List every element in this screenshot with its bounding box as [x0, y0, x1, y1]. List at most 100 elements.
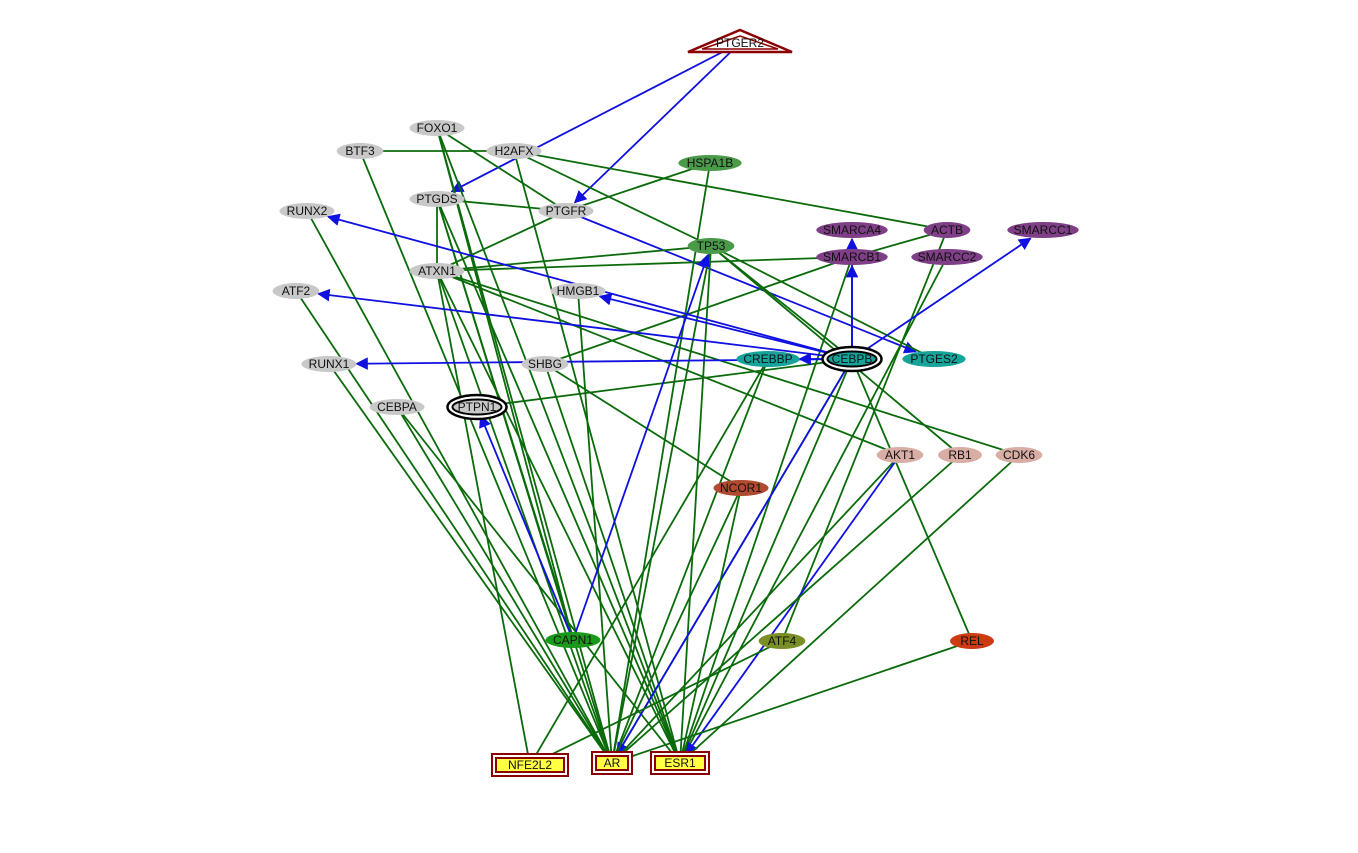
node-label: AKT1 [885, 448, 915, 462]
edge-actb-atf4 [781, 229, 948, 642]
node-akt1[interactable]: AKT1 [876, 447, 924, 463]
node-label: CAPN1 [553, 633, 593, 647]
edge-rel-ar [611, 640, 973, 764]
node-ptpn1[interactable]: PTPN1 [446, 393, 508, 421]
edge-atxn1-esr1 [436, 270, 681, 764]
node-cdk6[interactable]: CDK6 [995, 447, 1043, 463]
node-ptgfr[interactable]: PTGFR [538, 203, 594, 219]
edge-ptger2-ptgds [450, 42, 741, 193]
node-atxn1[interactable]: ATXN1 [409, 263, 465, 279]
edge-ptpn1-cebpb [476, 358, 853, 408]
node-smarcc1[interactable]: SMARCC1 [1007, 222, 1079, 238]
node-shape [826, 350, 878, 368]
node-h2afx[interactable]: H2AFX [486, 143, 542, 159]
edge-atf4-nfe2l2 [529, 640, 783, 766]
node-label: HMGB1 [557, 284, 600, 298]
node-esr1[interactable]: ESR1 [650, 751, 710, 775]
node-shape [938, 447, 982, 463]
node-runx2[interactable]: RUNX2 [279, 203, 335, 219]
edge-crebbp-ar [611, 358, 769, 764]
edge-foxo1-capn1 [436, 127, 574, 641]
node-capn1[interactable]: CAPN1 [545, 632, 601, 648]
edge-hspa1b-ptgfr [565, 162, 711, 212]
edge-cebpb-ar [616, 358, 853, 756]
node-ptgds[interactable]: PTGDS [409, 191, 465, 207]
node-label: NCOR1 [720, 481, 762, 495]
node-label: ATXN1 [418, 264, 456, 278]
node-label: CEBPA [377, 400, 417, 414]
node-shape [758, 633, 806, 649]
edge-tp53-atxn1 [436, 245, 712, 272]
node-label: SMARCC2 [918, 250, 977, 264]
edge-cebpb-hmgb1 [598, 293, 853, 360]
node-shbg[interactable]: SHBG [521, 356, 569, 372]
node-foxo1[interactable]: FOXO1 [409, 120, 465, 136]
node-cebpa[interactable]: CEBPA [369, 399, 425, 415]
node-label: PTPN1 [458, 400, 497, 414]
node-label: REL [960, 634, 984, 648]
node-label: AR [604, 756, 621, 770]
node-label: ESR1 [664, 756, 696, 770]
node-shape [336, 143, 384, 159]
node-atf4[interactable]: ATF4 [758, 633, 806, 649]
node-hmgb1[interactable]: HMGB1 [550, 283, 606, 299]
node-shape [911, 249, 983, 265]
node-rel[interactable]: REL [950, 633, 994, 649]
node-label: BTF3 [345, 144, 375, 158]
node-label: CEBPB [832, 352, 873, 366]
node-smarca4[interactable]: SMARCA4 [816, 222, 888, 238]
node-shape [816, 249, 888, 265]
node-label: SMARCA4 [823, 223, 881, 237]
edge-capn1-ptpn1 [479, 414, 574, 641]
node-smarcb1[interactable]: SMARCB1 [816, 249, 888, 265]
node-tp53[interactable]: TP53 [687, 238, 735, 254]
edge-runx1-ar [328, 363, 613, 764]
edge-capn1-tp53 [572, 253, 711, 641]
node-label: PTGER2 [716, 36, 764, 50]
node-label: PTGFR [546, 204, 587, 218]
node-cebpb[interactable]: CEBPB [821, 345, 883, 373]
node-shape [409, 263, 465, 279]
node-label: NFE2L2 [508, 758, 552, 772]
node-runx1[interactable]: RUNX1 [301, 356, 357, 372]
node-shape [451, 398, 503, 416]
edge-akt1-esr1 [685, 454, 901, 756]
edge-shbg-esr1 [544, 363, 681, 764]
node-shape [409, 191, 465, 207]
node-shape [409, 120, 465, 136]
edge-foxo1-ar [436, 127, 613, 764]
node-shape [687, 28, 793, 54]
node-hspa1b[interactable]: HSPA1B [678, 155, 742, 171]
node-label: SHBG [528, 357, 562, 371]
node-ncor1[interactable]: NCOR1 [713, 480, 769, 496]
node-label: ATF2 [282, 284, 311, 298]
edge-rb1-ar [611, 454, 961, 764]
node-shape [550, 283, 606, 299]
node-atf2[interactable]: ATF2 [272, 283, 320, 299]
node-nfe2l2[interactable]: NFE2L2 [491, 753, 569, 777]
node-rb1[interactable]: RB1 [938, 447, 982, 463]
node-shape-inner [701, 35, 779, 50]
edge-atf2-ar [295, 290, 613, 764]
node-shape [595, 755, 629, 771]
node-shape [545, 632, 601, 648]
node-label: PTGES2 [910, 352, 958, 366]
node-label: RUNX2 [287, 204, 328, 218]
node-ar[interactable]: AR [591, 751, 633, 775]
node-crebbp[interactable]: CREBBP [736, 351, 800, 367]
node-shape [538, 203, 594, 219]
edge-ncor1-esr1 [679, 487, 742, 764]
node-shape [950, 633, 994, 649]
edge-cebpa-esr1 [396, 406, 681, 764]
node-btf3[interactable]: BTF3 [336, 143, 384, 159]
edge-btf3-ar [359, 150, 613, 764]
node-actb[interactable]: ACTB [923, 222, 971, 238]
node-ptger2[interactable]: PTGER2 [687, 28, 793, 54]
node-smarcc2[interactable]: SMARCC2 [911, 249, 983, 265]
node-shape [678, 155, 742, 171]
edge-atxn1-akt1 [436, 270, 901, 456]
node-ptges2[interactable]: PTGES2 [902, 351, 966, 367]
edge-crebbp-nfe2l2 [529, 358, 769, 766]
edge-atxn1-smarcb1 [436, 256, 853, 272]
edge-tp53-ar [611, 245, 712, 764]
